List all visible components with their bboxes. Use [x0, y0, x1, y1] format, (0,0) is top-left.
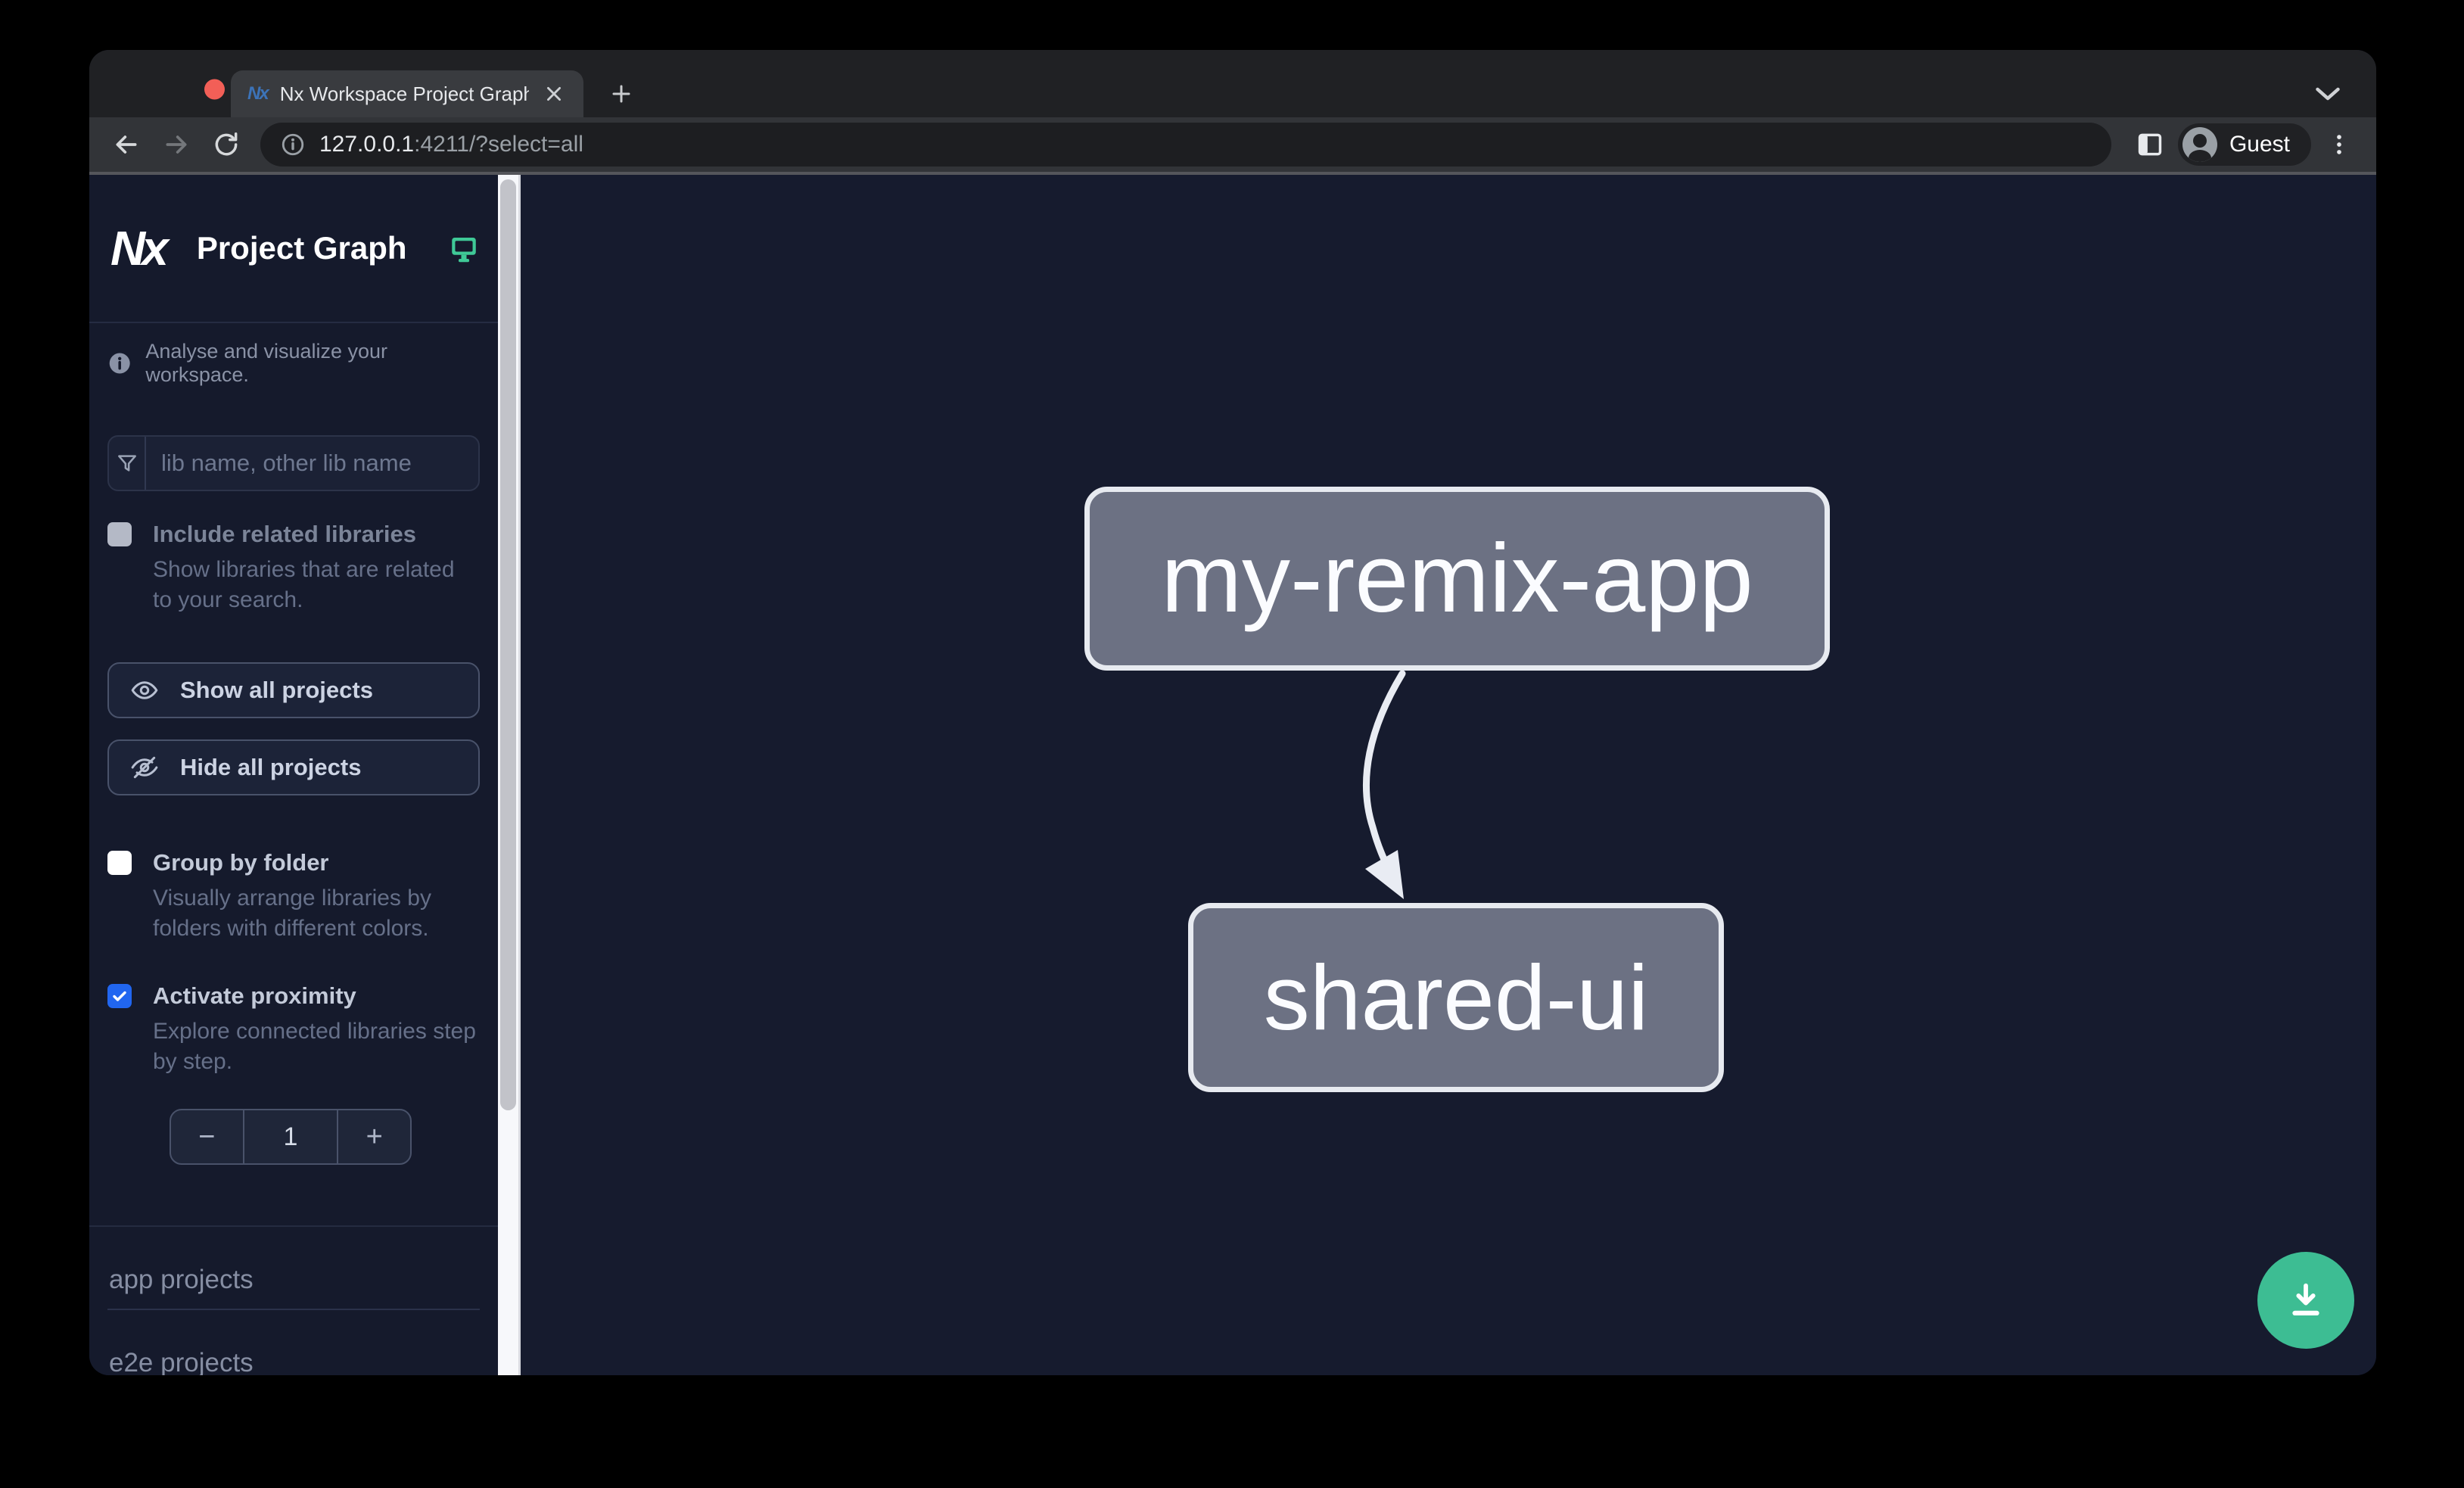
url-text: 127.0.0.1:4211/?select=all: [319, 132, 583, 157]
hide-all-projects-button[interactable]: Hide all projects: [107, 739, 480, 795]
tab-search-chevron-icon[interactable]: [2314, 85, 2341, 107]
graph-node-label: my-remix-app: [1161, 525, 1753, 633]
download-icon: [2292, 1283, 2319, 1316]
check-icon: [107, 984, 132, 1008]
close-window-button[interactable]: [204, 79, 225, 100]
back-icon[interactable]: [104, 123, 148, 167]
section-e2e-projects[interactable]: e2e projects: [107, 1310, 480, 1375]
reload-icon[interactable]: [204, 123, 248, 167]
info-icon: [109, 353, 130, 374]
group-by-folder-label: Group by folder: [153, 849, 329, 876]
workspace-tagline: Analyse and visualize your workspace.: [107, 340, 480, 387]
search-input[interactable]: [146, 450, 478, 477]
proximity-stepper: − 1 +: [170, 1109, 412, 1165]
activate-proximity-row: Activate proximity Explore connected lib…: [107, 982, 480, 1077]
include-related-description: Show libraries that are related to your …: [153, 557, 455, 612]
activate-proximity-label: Activate proximity: [153, 982, 356, 1009]
profile-label: Guest: [2229, 132, 2290, 157]
sidebar-header: Nx Project Graph: [107, 175, 480, 322]
group-by-folder-checkbox[interactable]: [107, 851, 132, 875]
avatar: [2182, 127, 2217, 162]
divider: [89, 1225, 498, 1227]
sidebar: Nx Project Graph Analyse and visualize y…: [89, 175, 498, 1375]
browser-toolbar: 127.0.0.1:4211/?select=all Guest: [89, 117, 2376, 175]
graph-edge: [1363, 670, 1406, 899]
graph-node[interactable]: shared-ui: [1188, 903, 1724, 1092]
tab-title: Nx Workspace Project Graph: [279, 82, 529, 105]
include-related-label: Include related libraries: [153, 521, 417, 547]
divider: [89, 322, 498, 323]
eye-off-icon: [131, 756, 158, 779]
graph-node[interactable]: my-remix-app: [1084, 487, 1830, 671]
decrement-button[interactable]: −: [198, 1120, 216, 1153]
group-by-folder-description: Visually arrange libraries by folders wi…: [153, 886, 431, 941]
forward-icon[interactable]: [154, 123, 198, 167]
profile-button[interactable]: Guest: [2177, 123, 2311, 166]
eye-icon: [131, 681, 158, 699]
address-bar[interactable]: 127.0.0.1:4211/?select=all: [260, 123, 2111, 167]
tab-close-icon[interactable]: [541, 81, 567, 107]
site-info-icon[interactable]: [280, 132, 306, 157]
include-related-checkbox[interactable]: [107, 522, 132, 546]
nx-favicon-icon: Nx: [247, 83, 269, 104]
graph-canvas[interactable]: my-remix-app shared-ui: [521, 175, 2376, 1375]
increment-button[interactable]: +: [366, 1120, 383, 1153]
page-title: Project Graph: [196, 230, 407, 266]
new-tab-button[interactable]: [604, 76, 639, 111]
filter-funnel-icon: [109, 437, 146, 490]
browser-window: Nx Nx Workspace Project Graph 127.0.0.1:…: [89, 50, 2376, 1375]
arrowhead-icon: [1365, 850, 1404, 899]
group-by-folder-row: Group by folder Visually arrange librari…: [107, 848, 480, 944]
proximity-value: 1: [242, 1110, 339, 1163]
browser-menu-kebab-icon[interactable]: [2317, 123, 2361, 167]
download-graph-button[interactable]: [2257, 1252, 2354, 1349]
show-all-projects-button[interactable]: Show all projects: [107, 662, 480, 718]
browser-tab[interactable]: Nx Nx Workspace Project Graph: [231, 70, 583, 117]
search-box: [107, 435, 480, 491]
sidebar-scrollbar[interactable]: [498, 175, 521, 1375]
nx-logo: Nx: [110, 221, 169, 275]
tab-strip: Nx Nx Workspace Project Graph: [89, 50, 2376, 117]
side-panel-icon[interactable]: [2128, 123, 2172, 167]
include-related-row: Include related libraries Show libraries…: [107, 520, 480, 615]
graph-node-label: shared-ui: [1263, 946, 1649, 1049]
rankdir-monitor-icon[interactable]: [448, 232, 480, 264]
activate-proximity-checkbox[interactable]: [107, 984, 132, 1008]
scrollbar-thumb[interactable]: [500, 179, 516, 1110]
section-app-projects[interactable]: app projects: [107, 1227, 480, 1310]
activate-proximity-description: Explore connected libraries step by step…: [153, 1019, 476, 1074]
